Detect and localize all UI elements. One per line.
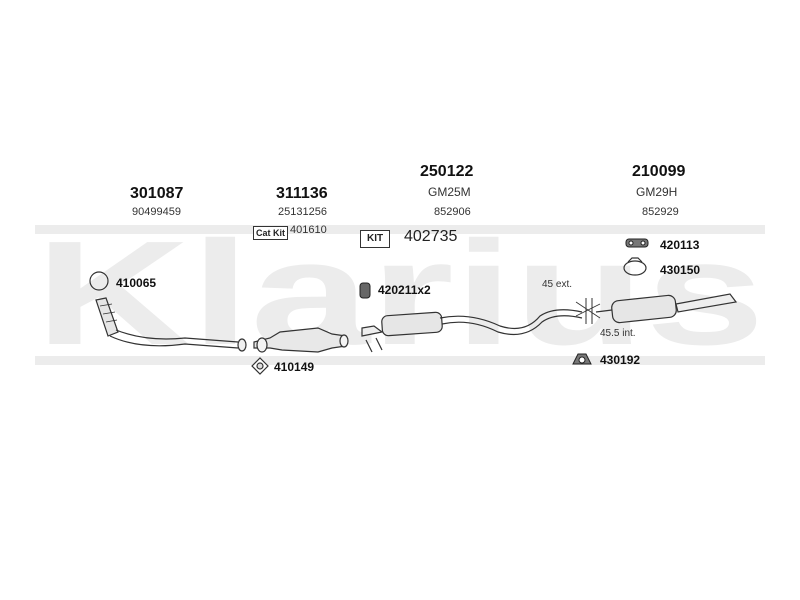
front-pipe[interactable] [95, 297, 247, 352]
part-label-430150: 430150 [660, 263, 701, 277]
hanger-420113-icon[interactable] [625, 238, 649, 248]
part-label-430192: 430192 [600, 353, 641, 367]
ref-rear-silencer: GM29H [636, 185, 678, 199]
mount-430192-icon[interactable] [572, 353, 592, 365]
note-int: 45.5 int. [600, 328, 636, 339]
part-number-rear-silencer: 210099 [632, 163, 686, 180]
part-label-410149: 410149 [274, 360, 315, 374]
gasket-410065-icon[interactable] [89, 271, 109, 291]
part-number-catalytic-converter: 311136 [276, 185, 328, 202]
kit-badge: KIT [360, 230, 391, 248]
clamp-420211-icon[interactable] [359, 282, 371, 299]
part-label-420211: 420211x2 [378, 283, 431, 297]
oe-number-front-pipe: 90499459 [132, 206, 181, 218]
catalytic-converter[interactable] [253, 327, 349, 353]
part-number-middle-silencer: 250122 [420, 163, 474, 180]
oe-number-middle-silencer: 852906 [434, 206, 471, 218]
note-ext: 45 ext. [542, 279, 573, 290]
watermark-band-bottom [35, 356, 765, 365]
kit-number: 402735 [404, 228, 458, 245]
gasket-410149-icon[interactable] [251, 357, 269, 375]
overlap-marker [575, 298, 601, 324]
part-number-front-pipe: 301087 [130, 185, 184, 202]
oe-number-catalytic-converter: 25131256 [278, 206, 327, 218]
cat-kit-badge: Cat Kit [253, 226, 288, 240]
rear-silencer[interactable] [595, 293, 738, 324]
cat-kit-number: 401610 [290, 224, 327, 236]
oe-number-rear-silencer: 852929 [642, 206, 679, 218]
middle-silencer[interactable] [361, 309, 583, 353]
mount-430150-icon[interactable] [623, 257, 647, 276]
watermark-band-top [35, 225, 765, 234]
part-label-420113: 420113 [660, 238, 700, 252]
ref-middle-silencer: GM25M [428, 185, 471, 199]
part-label-410065: 410065 [116, 276, 157, 290]
